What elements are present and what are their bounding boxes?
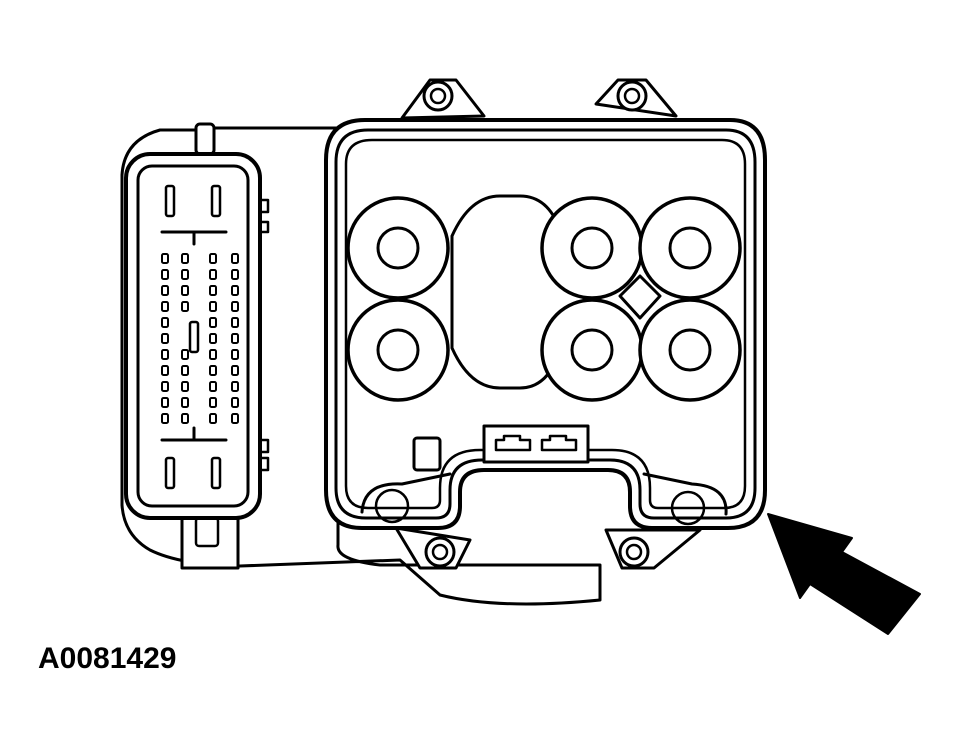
mounting-hole-top-right xyxy=(616,80,648,112)
valve-coil xyxy=(540,196,644,300)
connector-pin xyxy=(231,397,239,408)
connector-pin xyxy=(231,349,239,360)
pointer-arrow xyxy=(767,513,921,635)
connector-pin xyxy=(209,285,217,296)
connector-pin xyxy=(231,381,239,392)
connector-pin xyxy=(231,285,239,296)
mounting-hole-top-left xyxy=(422,80,454,112)
connector-pin xyxy=(161,365,169,376)
connector-pin xyxy=(161,349,169,360)
connector-pin xyxy=(181,285,189,296)
connector-pin xyxy=(181,397,189,408)
connector-pin xyxy=(181,253,189,264)
dual-plug xyxy=(482,424,590,464)
connector-pin xyxy=(209,301,217,312)
small-component xyxy=(412,436,442,472)
connector-pin xyxy=(231,365,239,376)
connector-pin xyxy=(161,301,169,312)
connector-pin xyxy=(181,301,189,312)
gasket xyxy=(334,128,757,520)
connector-bottom-latch xyxy=(180,510,240,570)
connector-pin xyxy=(209,365,217,376)
connector-pin xyxy=(209,253,217,264)
connector-pin xyxy=(161,333,169,344)
connector-pin xyxy=(181,365,189,376)
connector-pin xyxy=(181,381,189,392)
connector-pin xyxy=(209,413,217,424)
connector-pin xyxy=(181,269,189,280)
connector-pin xyxy=(181,413,189,424)
figure-id-label: A0081429 xyxy=(38,642,177,675)
connector-top-clip xyxy=(194,122,216,156)
connector-pin xyxy=(161,317,169,328)
corner-boss-right xyxy=(642,472,728,526)
mounting-hole-bottom-left xyxy=(424,536,456,568)
connector-pin xyxy=(231,269,239,280)
connector-pin xyxy=(209,381,217,392)
connector-pin xyxy=(231,413,239,424)
mounting-hole-bottom-right xyxy=(618,536,650,568)
valve-coil xyxy=(638,298,742,402)
connector-pin xyxy=(231,253,239,264)
valve-coil xyxy=(638,196,742,300)
connector-pin xyxy=(231,301,239,312)
corner-boss-left xyxy=(360,472,452,524)
connector-pin xyxy=(181,349,189,360)
valve-coil xyxy=(346,298,450,402)
connector-pin xyxy=(209,317,217,328)
connector-pin xyxy=(161,285,169,296)
valve-coil xyxy=(346,196,450,300)
connector-pin xyxy=(161,253,169,264)
coil-pocket-outline xyxy=(450,194,662,390)
connector-pin xyxy=(209,397,217,408)
connector-pin xyxy=(161,397,169,408)
connector-pin xyxy=(161,381,169,392)
connector-pin xyxy=(209,269,217,280)
connector-pin xyxy=(161,269,169,280)
connector-pin xyxy=(231,317,239,328)
connector-pin xyxy=(209,349,217,360)
valve-coil xyxy=(540,298,644,402)
electrical-connector xyxy=(124,152,270,520)
connector-pin xyxy=(231,333,239,344)
connector-pin xyxy=(209,333,217,344)
connector-pin xyxy=(161,413,169,424)
